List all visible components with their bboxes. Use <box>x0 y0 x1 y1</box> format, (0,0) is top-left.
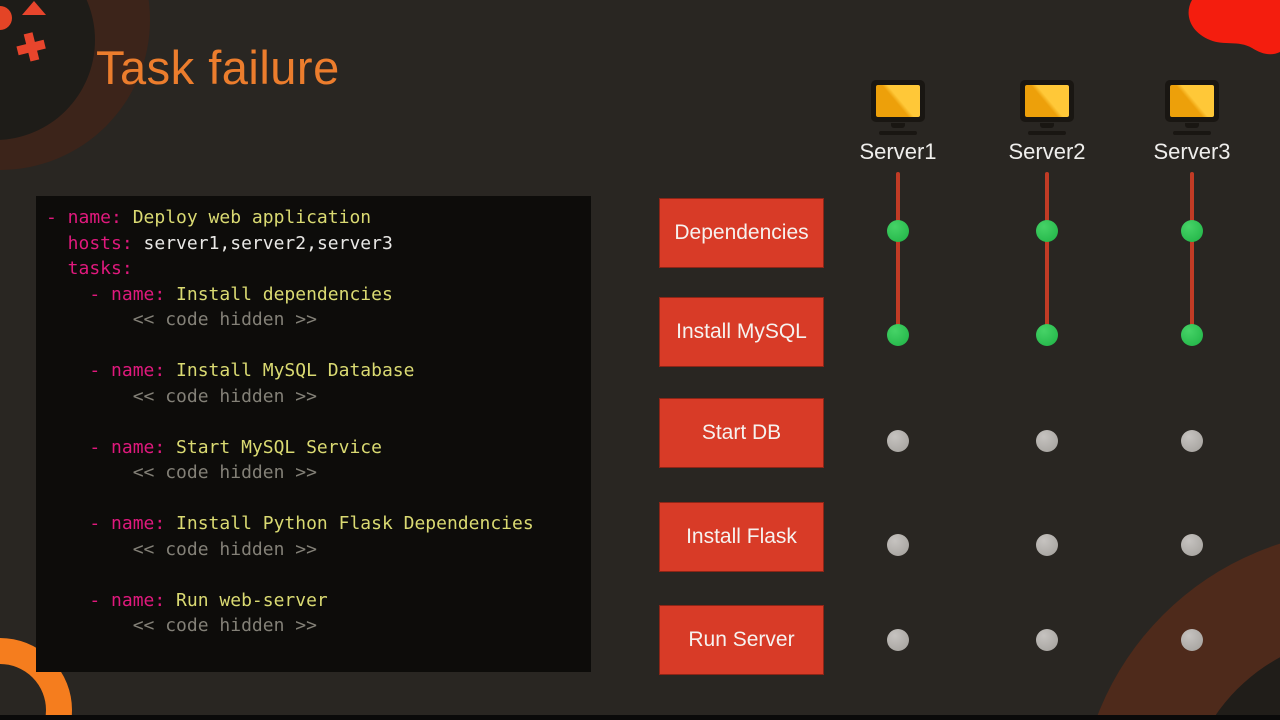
code-line <box>46 486 591 512</box>
status-dot-slot <box>1181 629 1203 651</box>
status-dot <box>887 220 909 242</box>
status-dot <box>1036 629 1058 651</box>
server-label: Server3 <box>1153 139 1231 164</box>
status-dot <box>887 629 909 651</box>
server-label: Server2 <box>1008 139 1086 164</box>
monitor-base <box>879 131 917 135</box>
status-dot-slot <box>1036 430 1058 452</box>
server-column-3: Server3 <box>1132 0 1252 720</box>
monitor-screen <box>876 85 920 117</box>
status-dot <box>1036 534 1058 556</box>
monitor-neck <box>1185 123 1199 128</box>
status-dot <box>1181 220 1203 242</box>
status-dot-slot <box>1181 324 1203 346</box>
status-dot-slot <box>887 430 909 452</box>
status-dot <box>1181 324 1203 346</box>
task-button-run-server[interactable]: Run Server <box>659 605 824 675</box>
monitor-base <box>1028 131 1066 135</box>
code-line: - name: Run web-server <box>46 589 328 611</box>
status-dot-slot <box>1181 430 1203 452</box>
status-dot <box>887 324 909 346</box>
task-button-start-db[interactable]: Start DB <box>659 398 824 468</box>
code-line: - name: Install MySQL Database <box>46 360 415 381</box>
monitor-frame <box>1165 80 1219 122</box>
monitor-frame <box>871 80 925 122</box>
task-button-install-flask[interactable]: Install Flask <box>659 502 824 572</box>
task-button-install-mysql[interactable]: Install MySQL <box>659 297 824 367</box>
status-dot <box>1181 430 1203 452</box>
monitor-icon <box>1020 80 1074 135</box>
status-dot <box>1036 430 1058 452</box>
code-line: hosts: server1,server2,server3 <box>46 232 393 254</box>
code-line: - name: Install Python Flask Dependencie… <box>46 513 534 534</box>
red-blob-decoration <box>1188 0 1280 55</box>
status-dot-slot <box>1181 534 1203 556</box>
status-dot <box>1036 220 1058 242</box>
code-line: << code hidden >> <box>46 538 317 560</box>
progress-line <box>1190 172 1194 340</box>
code-line: << code hidden >> <box>46 462 317 483</box>
code-line: tasks: <box>46 258 133 279</box>
code-line: - name: Deploy web application <box>46 207 372 228</box>
progress-line <box>896 172 900 340</box>
status-dot <box>1181 629 1203 651</box>
server-label: Server1 <box>859 139 937 164</box>
status-dot <box>887 430 909 452</box>
red-half-circle-decoration <box>0 6 12 30</box>
code-block: - name: Deploy web application hosts: se… <box>36 196 591 672</box>
code-line: << code hidden >> <box>46 309 317 330</box>
slide-title: Task failure <box>96 41 340 94</box>
code-line: << code hidden >> <box>46 385 317 407</box>
monitor-screen <box>1025 85 1069 117</box>
status-dot <box>887 534 909 556</box>
task-button-dependencies[interactable]: Dependencies <box>659 198 824 268</box>
status-dot-slot <box>1036 534 1058 556</box>
status-dot-slot <box>887 220 909 242</box>
status-dot-slot <box>887 534 909 556</box>
code-line <box>46 562 591 588</box>
bottom-black-bar <box>0 715 1280 720</box>
code-line <box>46 333 591 359</box>
status-dot-slot <box>1036 629 1058 651</box>
status-dot-slot <box>887 324 909 346</box>
monitor-frame <box>1020 80 1074 122</box>
monitor-screen <box>1170 85 1214 117</box>
status-dot-slot <box>1036 324 1058 346</box>
status-dot-slot <box>887 629 909 651</box>
monitor-neck <box>891 123 905 128</box>
status-dot <box>1181 534 1203 556</box>
monitor-base <box>1173 131 1211 135</box>
code-line: - name: Install dependencies <box>46 283 393 305</box>
code-line <box>46 409 591 435</box>
status-dot-slot <box>1181 220 1203 242</box>
monitor-icon <box>1165 80 1219 135</box>
status-dot-slot <box>1036 220 1058 242</box>
code-line: - name: Start MySQL Service <box>46 436 382 458</box>
code-line: << code hidden >> <box>46 615 317 636</box>
monitor-icon <box>871 80 925 135</box>
progress-line <box>1045 172 1049 340</box>
server-column-1: Server1 <box>838 0 958 720</box>
status-dot <box>1036 324 1058 346</box>
server-column-2: Server2 <box>987 0 1107 720</box>
red-triangle-decoration <box>22 1 46 15</box>
monitor-neck <box>1040 123 1054 128</box>
